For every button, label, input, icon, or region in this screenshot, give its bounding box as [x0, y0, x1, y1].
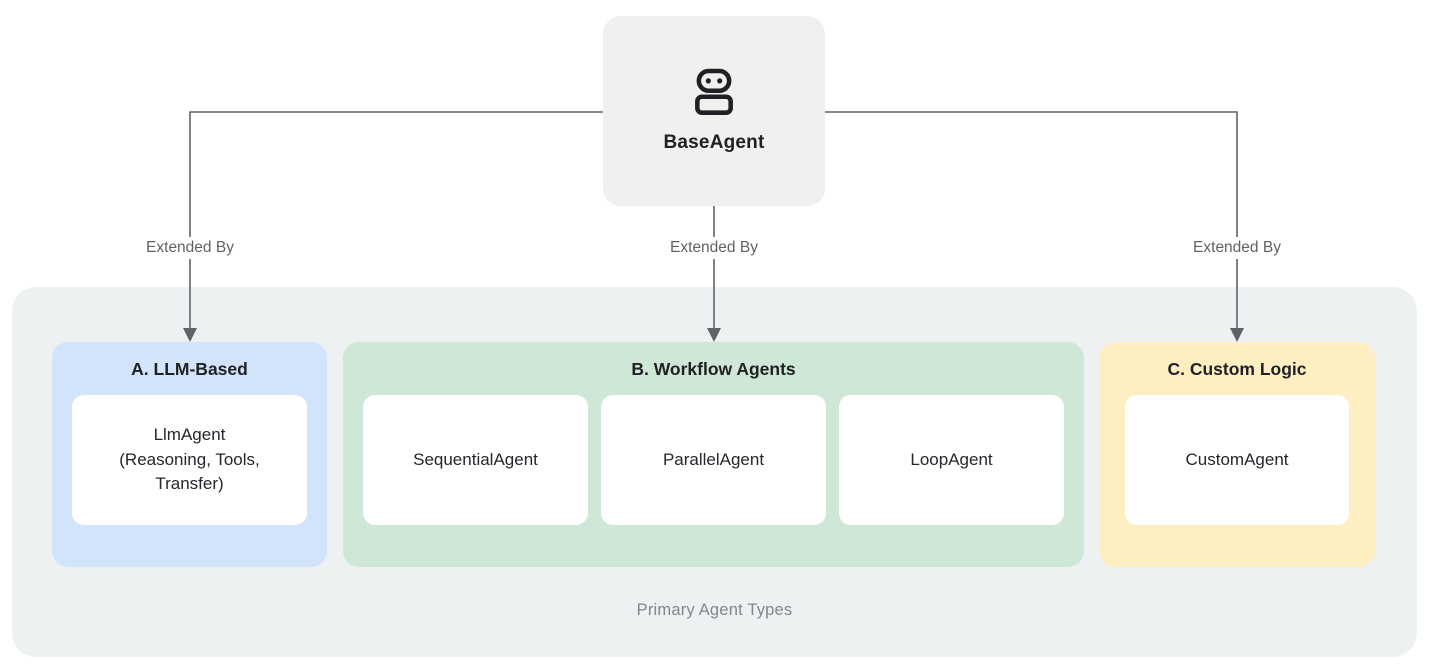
base-agent-node: BaseAgent — [603, 16, 825, 206]
card-loop-agent: LoopAgent — [839, 395, 1064, 525]
group-workflow-agents-cards: SequentialAgent ParallelAgent LoopAgent — [343, 395, 1084, 525]
card-parallel-agent-label: ParallelAgent — [662, 449, 765, 469]
card-parallel-agent: ParallelAgent — [601, 395, 826, 525]
card-llm-agent-line-1: LlmAgent — [153, 425, 226, 445]
card-llm-agent-line-3: Transfer) — [155, 474, 224, 494]
base-agent-label: BaseAgent — [663, 132, 765, 153]
card-llm-agent: LlmAgent (Reasoning, Tools, Transfer) — [72, 395, 307, 525]
group-llm-based-title: A. LLM-Based — [131, 359, 248, 379]
edge-label-extended-by-center: Extended By — [661, 237, 767, 259]
card-loop-agent-label: LoopAgent — [910, 449, 993, 469]
card-llm-agent-line-2: (Reasoning, Tools, — [119, 449, 260, 469]
card-sequential-agent: SequentialAgent — [363, 395, 588, 525]
group-custom-logic-cards: CustomAgent — [1099, 395, 1375, 525]
group-custom-logic-title: C. Custom Logic — [1167, 359, 1307, 379]
edge-label-extended-by-right: Extended By — [1184, 237, 1290, 259]
card-sequential-agent-label: SequentialAgent — [413, 449, 538, 469]
robot-icon — [691, 68, 737, 123]
group-workflow-agents: B. Workflow Agents SequentialAgent Paral… — [343, 342, 1084, 567]
group-llm-based: A. LLM-Based LlmAgent (Reasoning, Tools,… — [52, 342, 327, 567]
group-custom-logic: C. Custom Logic CustomAgent — [1099, 342, 1375, 567]
group-llm-based-cards: LlmAgent (Reasoning, Tools, Transfer) — [52, 395, 327, 525]
group-workflow-agents-title: B. Workflow Agents — [631, 359, 796, 379]
caption-primary-agent-types: Primary Agent Types — [636, 601, 793, 619]
card-custom-agent-label: CustomAgent — [1185, 449, 1289, 469]
edge-label-extended-by-left: Extended By — [137, 237, 243, 259]
card-custom-agent: CustomAgent — [1125, 395, 1349, 525]
